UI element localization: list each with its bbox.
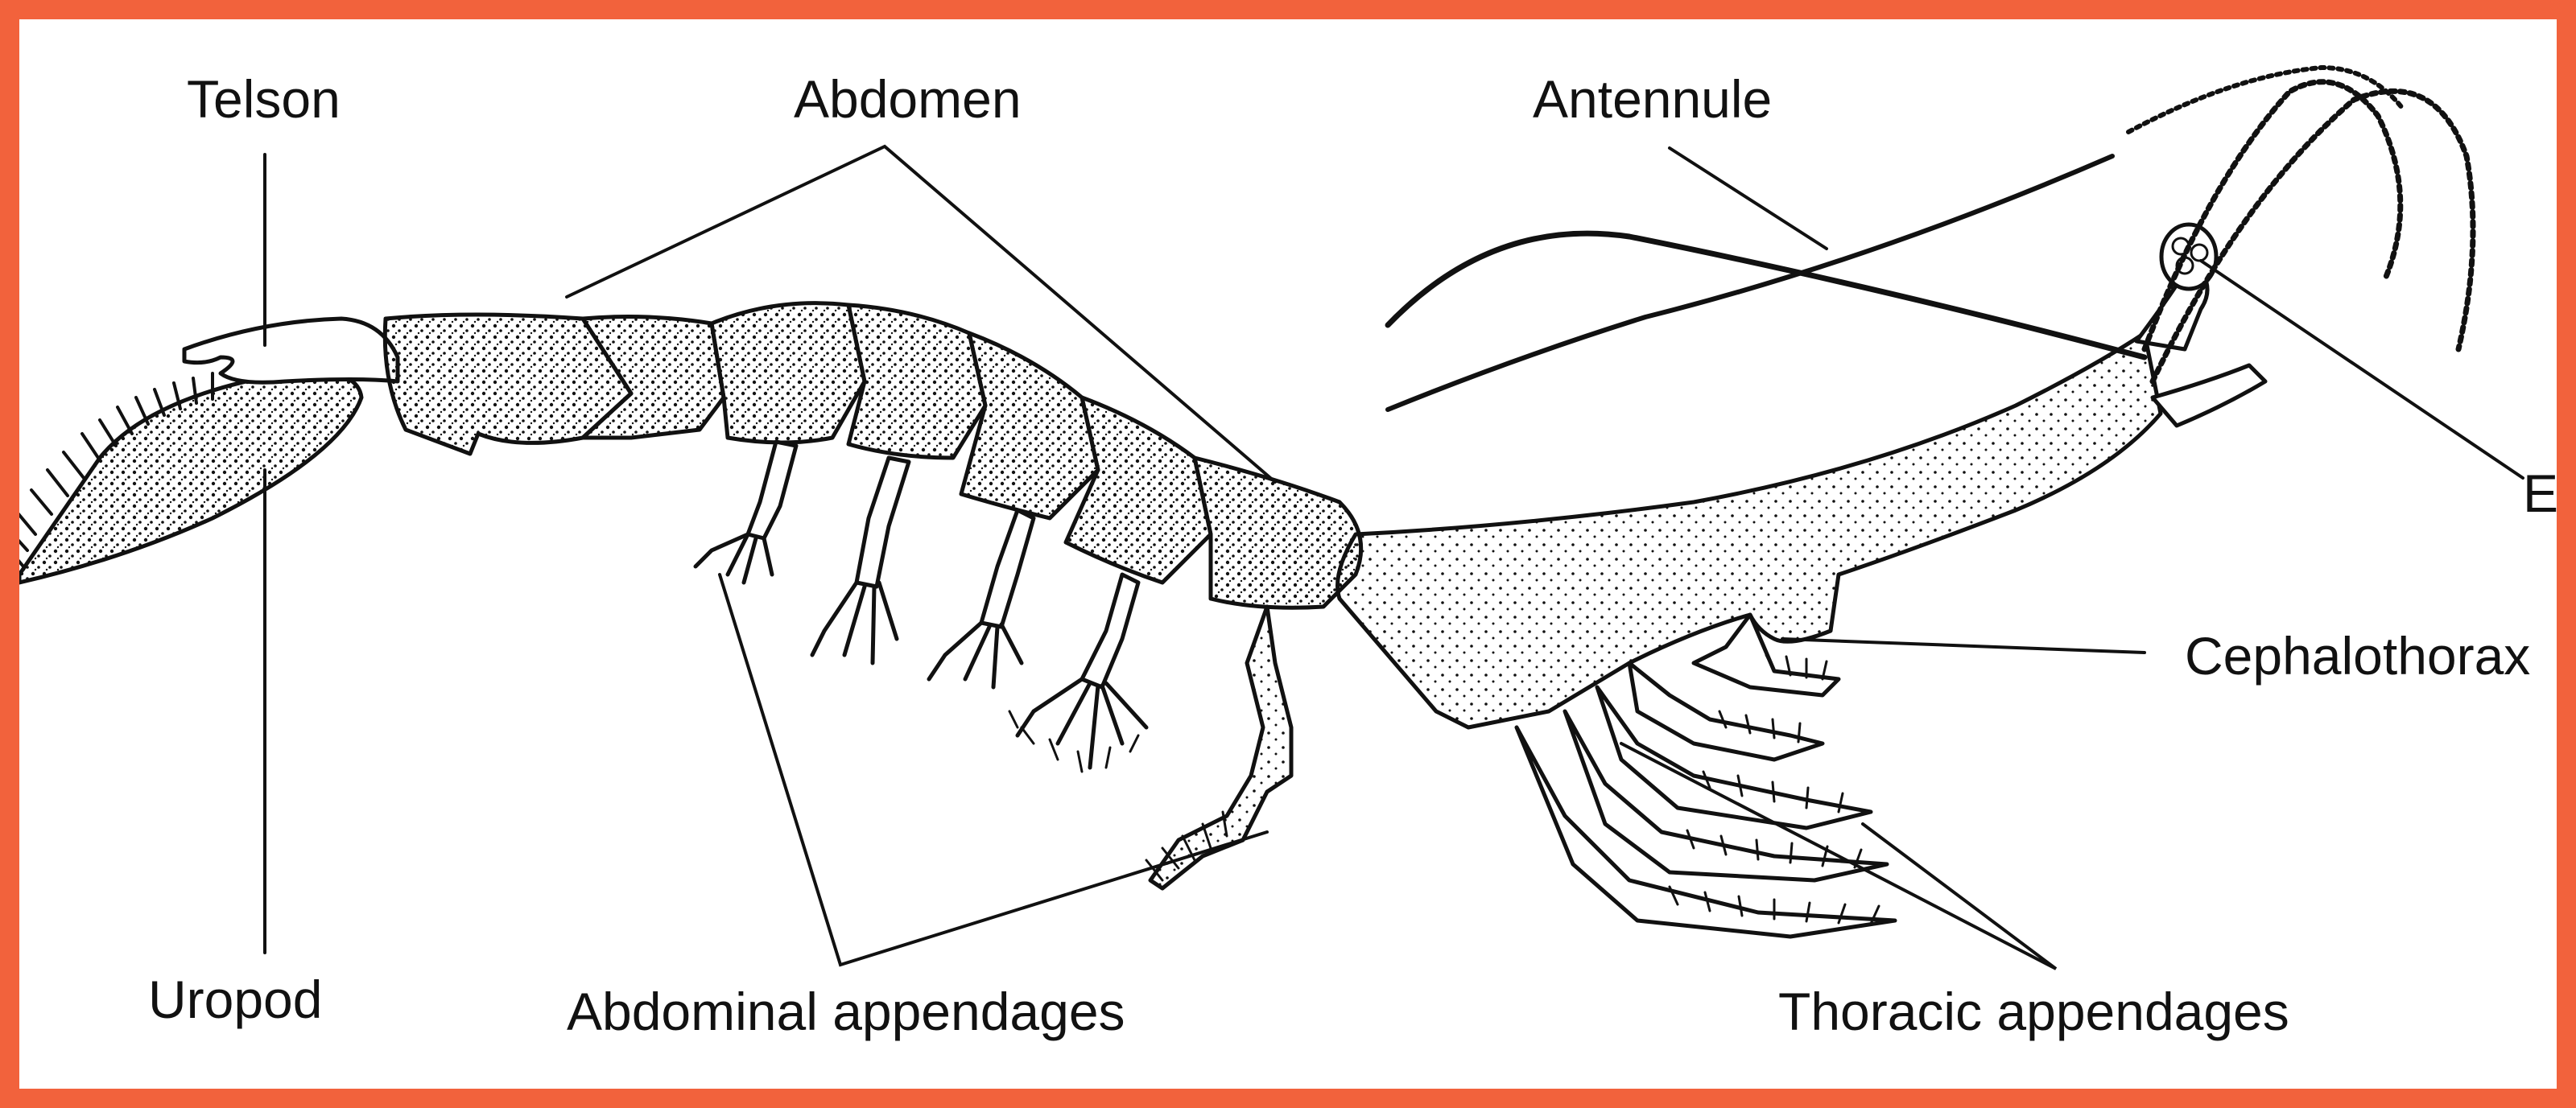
label-telson: Telson xyxy=(187,72,341,126)
thoracic-leg-5 xyxy=(1517,727,1895,937)
abdomen-segment-4 xyxy=(712,303,865,443)
pleopod-3 xyxy=(929,510,1034,687)
label-cephalothorax: Cephalothorax xyxy=(2185,629,2530,682)
label-antennule: Antennule xyxy=(1533,72,1772,126)
antenna-long-1 xyxy=(1388,233,2145,357)
pleopod-2 xyxy=(812,458,909,663)
label-uropod: Uropod xyxy=(148,973,322,1026)
pleopod-1 xyxy=(696,442,796,583)
label-abdomen: Abdomen xyxy=(794,72,1022,126)
leader-abdominal-appendages xyxy=(720,575,1267,965)
crustacean-anatomy-diagram xyxy=(19,19,2576,1108)
abdomen-segment-3 xyxy=(848,305,985,458)
leader-cephalothorax xyxy=(1782,639,2145,653)
eyestalk-lower xyxy=(2153,365,2265,426)
label-abdominal-appendages: Abdominal appendages xyxy=(567,985,1125,1038)
leader-antennule xyxy=(1670,148,1827,249)
abdomen-segment-1 xyxy=(1066,397,1211,583)
telson-shape xyxy=(184,319,398,382)
antenna-long-2 xyxy=(1388,156,2112,410)
label-eye: Eye xyxy=(2523,467,2576,520)
abdomen-segment-2 xyxy=(961,333,1098,518)
pleopod-4 xyxy=(1009,575,1146,772)
label-thoracic-appendages: Thoracic appendages xyxy=(1778,985,2289,1038)
animal-body xyxy=(19,68,2473,937)
uropod-shape xyxy=(19,372,361,583)
